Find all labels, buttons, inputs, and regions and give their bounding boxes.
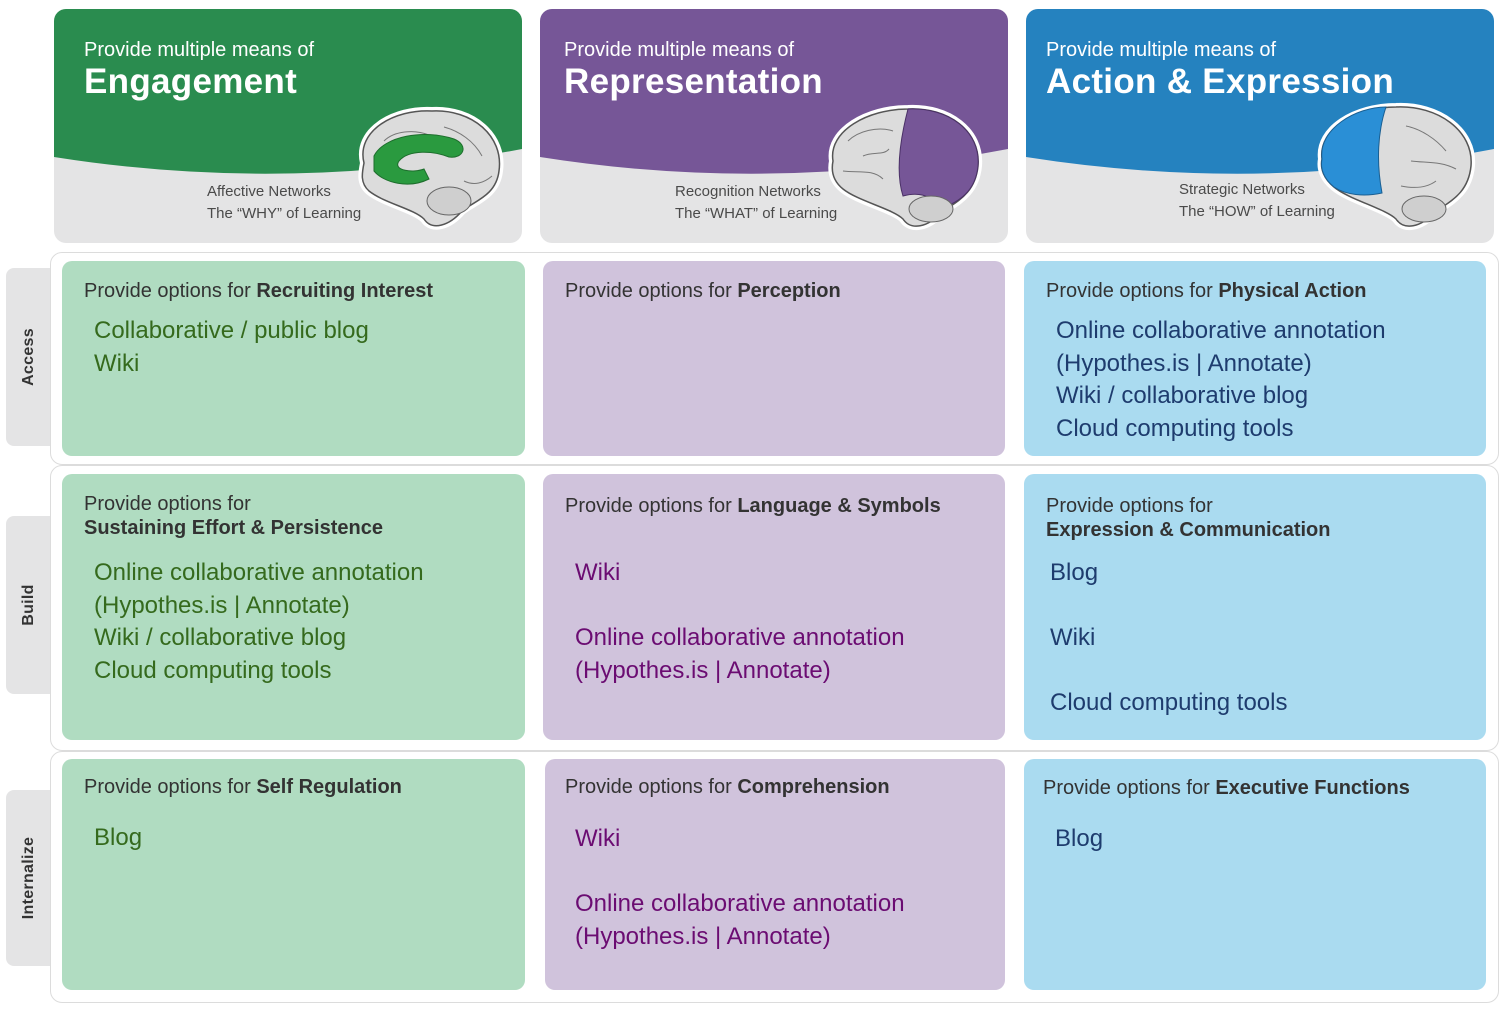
list-item: Cloud computing tools (1056, 414, 1294, 442)
list-item: Wiki (575, 559, 621, 586)
engagement-title: Engagement (84, 62, 298, 101)
list-item: (Hypothes.is | Annotate) (1056, 349, 1312, 377)
cell-comprehension: Provide options for Comprehension Wiki O… (545, 759, 1005, 990)
item-list: Blog Wiki Cloud computing tools (1050, 557, 1287, 720)
row-label-internalize: Internalize (20, 836, 37, 920)
list-item: Online collaborative annotation (94, 559, 424, 586)
list-item: Wiki / collaborative blog (94, 624, 347, 651)
list-item: (Hypothes.is | Annotate) (94, 591, 350, 619)
affective-brain-icon (358, 106, 504, 230)
cell-heading: Provide options for Perception (565, 280, 841, 302)
cell-heading: Provide options for Language & Symbols (565, 495, 941, 517)
cell-self-regulation: Provide options for Self Regulation Blog (62, 759, 525, 990)
list-item: (Hypothes.is | Annotate) (575, 656, 831, 684)
list-item: Blog (1055, 825, 1104, 852)
item-list: Blog (1055, 823, 1103, 856)
list-item: Blog (1050, 559, 1099, 586)
row-tab-access: Access (6, 268, 52, 446)
recognition-brain-icon (828, 104, 983, 231)
action-network: Strategic Networks The “HOW” of Learning (1179, 179, 1335, 223)
representation-network: Recognition Networks The “WHAT” of Learn… (675, 181, 837, 225)
cell-perception: Provide options for Perception (543, 261, 1005, 456)
cell-recruiting-interest: Provide options for Recruiting Interest … (62, 261, 525, 456)
list-item: Blog (94, 824, 143, 851)
cell-heading: Provide options for Self Regulation (84, 776, 402, 798)
list-item: (Hypothes.is | Annotate) (575, 922, 831, 950)
cell-heading: Provide options for Comprehension (565, 776, 890, 798)
engagement-network: Affective Networks The “WHY” of Learning (207, 181, 361, 225)
item-list: Online collaborative annotation (Hypothe… (94, 557, 424, 687)
representation-header: Provide multiple means of Representation… (540, 9, 1008, 243)
cell-heading: Provide options for Recruiting Interest (84, 280, 434, 302)
cell-language-symbols: Provide options for Language & Symbols W… (543, 474, 1005, 740)
row-tab-internalize: Internalize (6, 790, 52, 966)
cell-physical-action: Provide options for Physical Action Onli… (1024, 261, 1486, 456)
list-item: Online collaborative annotation (575, 624, 905, 651)
list-item: Online collaborative annotation (1056, 317, 1386, 344)
cell-heading: Provide options for Physical Action (1046, 280, 1367, 302)
representation-subtitle: Provide multiple means of (564, 39, 795, 61)
item-list: Collaborative / public blog Wiki (94, 315, 369, 380)
list-item: Online collaborative annotation (575, 890, 905, 917)
representation-network-why: The “WHAT” of Learning (675, 205, 838, 222)
list-item: Cloud computing tools (1050, 689, 1288, 716)
cell-heading: Provide options for Executive Functions (1043, 777, 1410, 799)
engagement-network-name: Affective Networks (207, 183, 331, 200)
list-item: Cloud computing tools (94, 656, 332, 684)
action-title: Action & Expression (1046, 62, 1394, 101)
engagement-subtitle: Provide multiple means of (84, 39, 315, 61)
cell-executive-functions: Provide options for Executive Functions … (1024, 759, 1486, 990)
item-list: Wiki Online collaborative annotation (Hy… (575, 823, 905, 953)
representation-title: Representation (564, 62, 823, 101)
action-subtitle: Provide multiple means of (1046, 39, 1277, 61)
representation-network-name: Recognition Networks (675, 183, 821, 200)
row-label-access: Access (20, 328, 37, 386)
engagement-header: Provide multiple means of Engagement Aff… (54, 9, 522, 243)
row-tab-build: Build (6, 516, 52, 694)
item-list: Blog (94, 822, 142, 855)
item-list: Wiki Online collaborative annotation (Hy… (575, 557, 905, 687)
action-header: Provide multiple means of Action & Expre… (1026, 9, 1494, 243)
list-item: Wiki (575, 825, 621, 852)
action-network-name: Strategic Networks (1179, 181, 1305, 198)
list-item: Wiki / collaborative blog (1056, 382, 1309, 409)
list-item: Collaborative / public blog (94, 317, 369, 344)
strategic-brain-icon (1317, 102, 1476, 231)
item-list: Online collaborative annotation (Hypothe… (1056, 315, 1386, 445)
list-item: Wiki (94, 349, 140, 377)
row-label-build: Build (20, 584, 37, 626)
engagement-network-why: The “WHY” of Learning (207, 205, 362, 222)
list-item: Wiki (1050, 624, 1096, 651)
action-network-why: The “HOW” of Learning (1179, 203, 1335, 220)
